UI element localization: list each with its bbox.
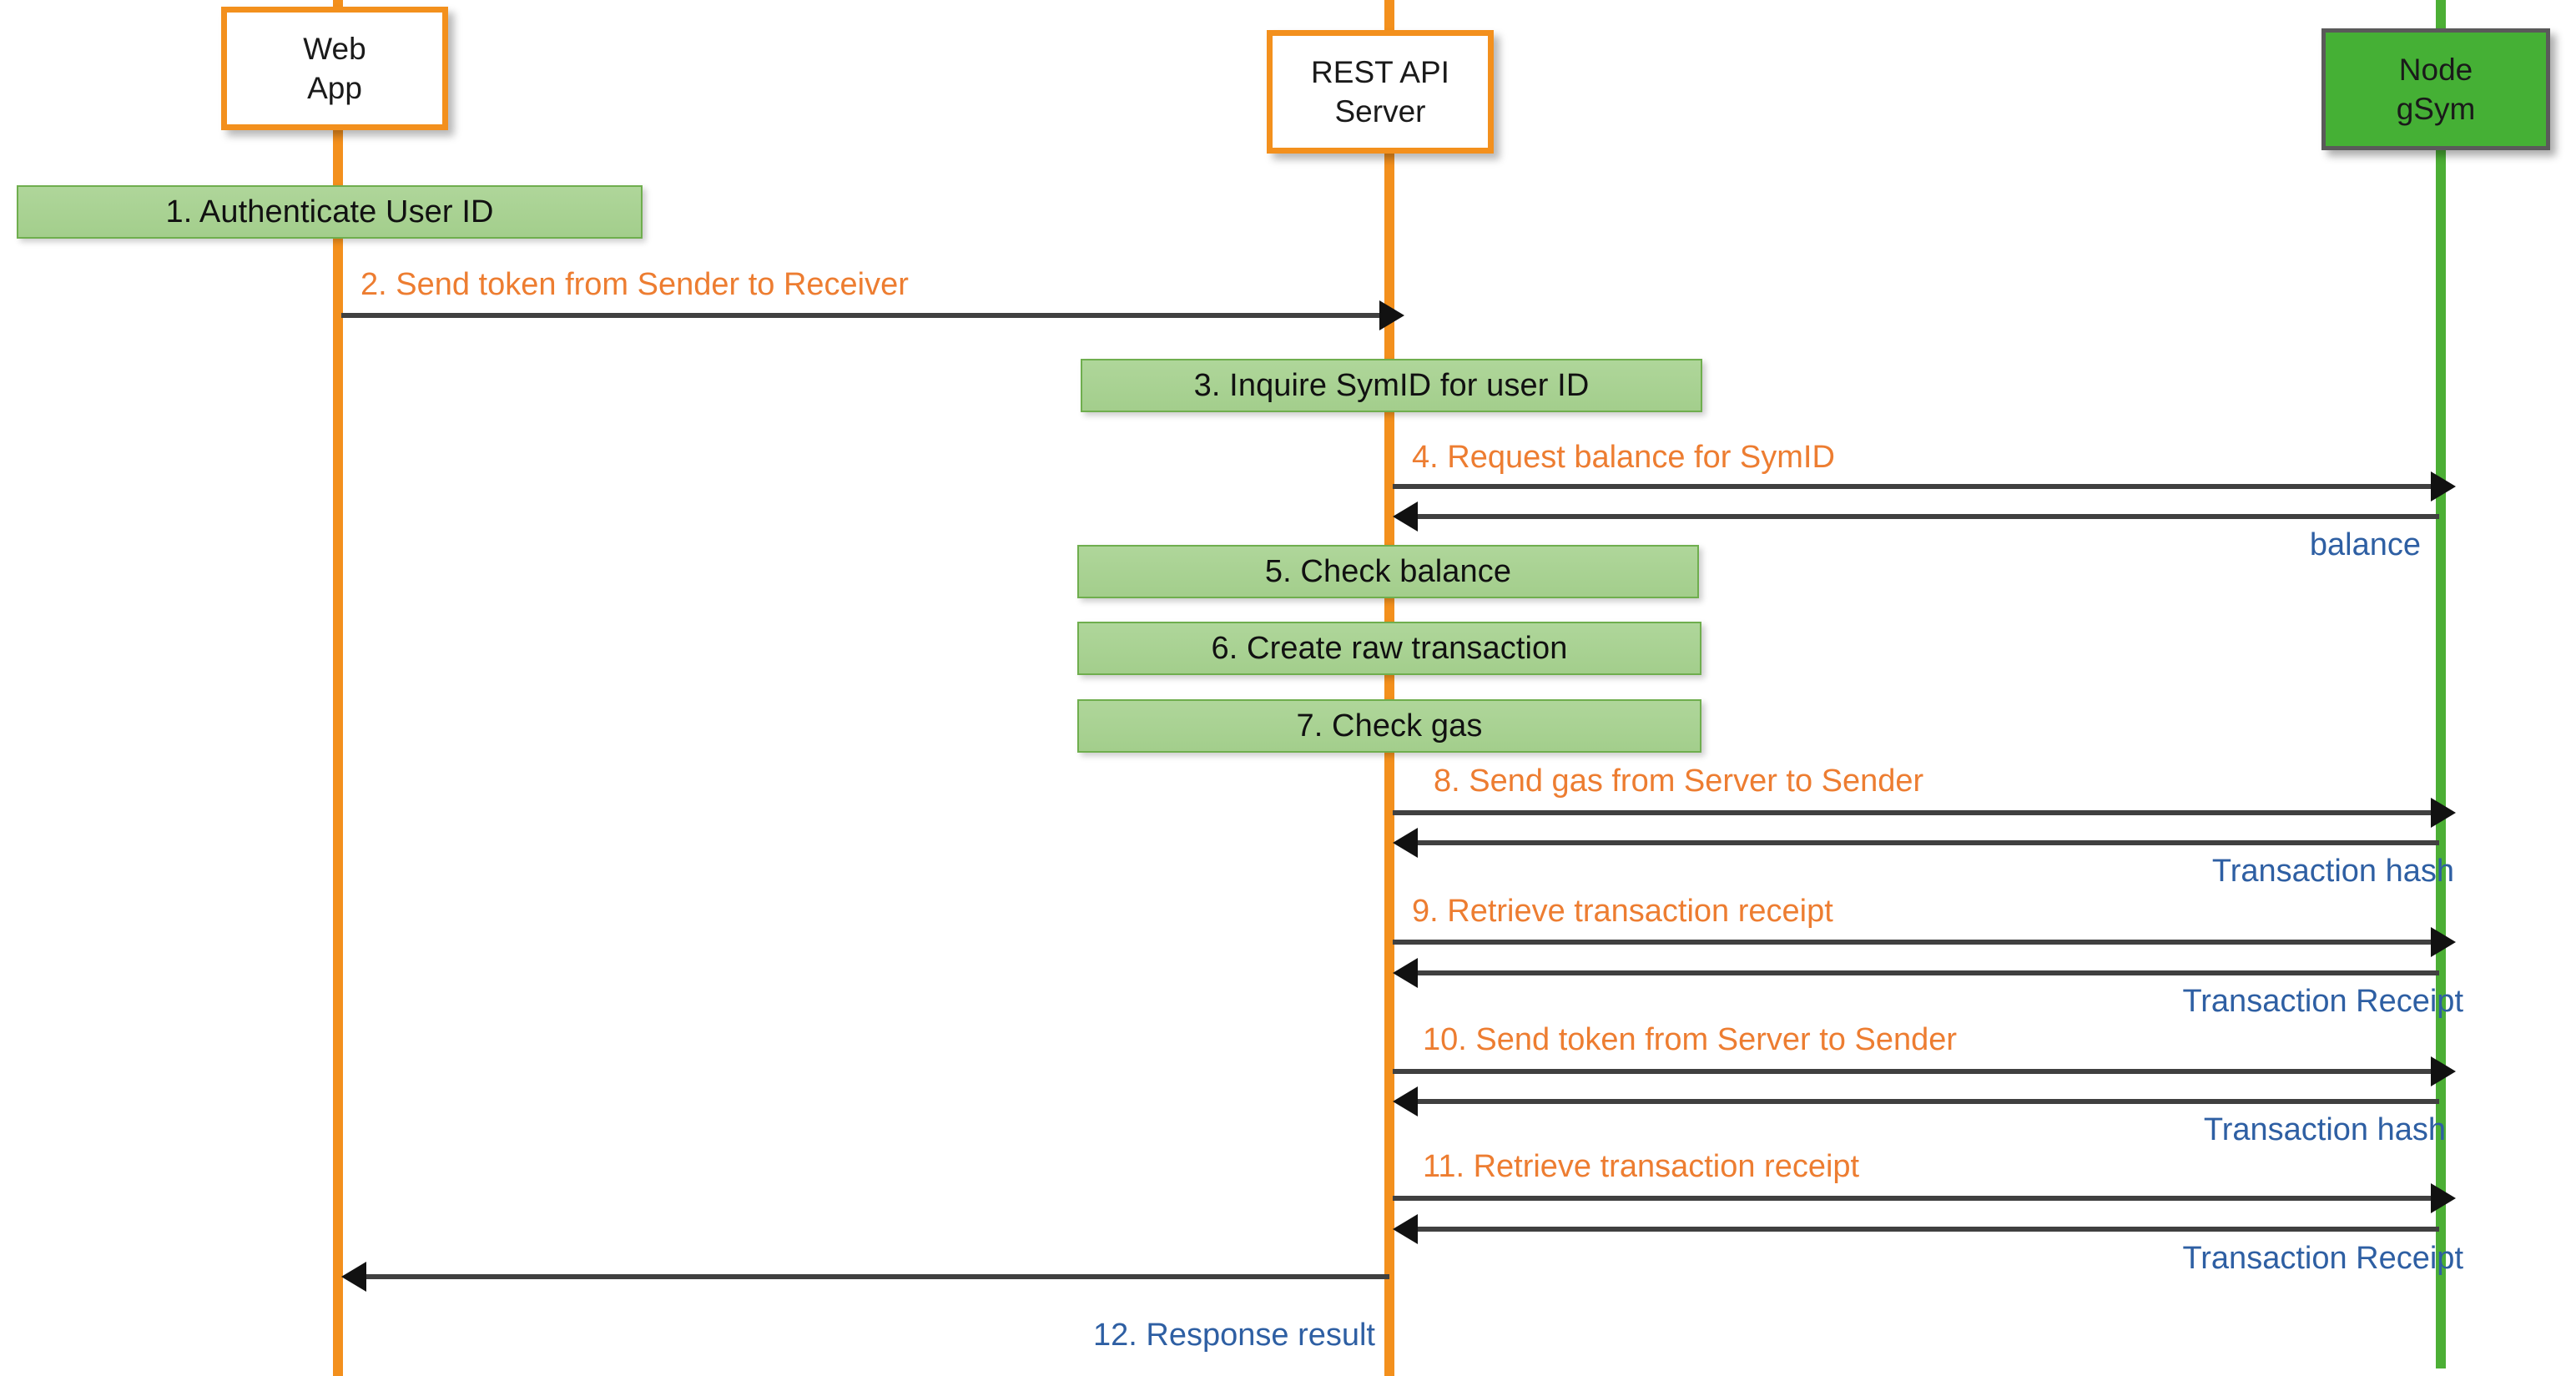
message-9-return-arrow — [1414, 970, 2439, 975]
participant-web-app[interactable]: Web App — [221, 7, 448, 130]
action-1-authenticate-user-id[interactable]: 1. Authenticate User ID — [17, 185, 643, 239]
message-10-arrow — [1393, 1069, 2434, 1074]
message-9-arrow — [1393, 940, 2434, 945]
message-10-return-label: Transaction hash — [2203, 1112, 2446, 1147]
message-4-label: 4. Request balance for SymID — [1412, 440, 1835, 475]
message-2-label: 2. Send token from Sender to Receiver — [360, 267, 909, 302]
action-3-label: 3. Inquire SymID for user ID — [1193, 367, 1590, 403]
participant-rest-api-line2: Server — [1334, 94, 1426, 129]
message-8-return-arrow — [1414, 840, 2439, 845]
action-3-inquire-symid[interactable]: 3. Inquire SymID for user ID — [1081, 359, 1702, 412]
lifeline-node-gsym — [2436, 0, 2446, 1368]
participant-web-app-line1: Web — [303, 31, 366, 66]
participant-node-gsym-line1: Node — [2398, 52, 2473, 87]
message-8-arrow — [1393, 810, 2434, 815]
message-11-arrow — [1393, 1196, 2434, 1201]
message-8-return-label: Transaction hash — [2211, 854, 2454, 889]
message-4-return-label: balance — [2309, 527, 2421, 562]
message-4-return-arrow — [1414, 514, 2439, 519]
message-8-label: 8. Send gas from Server to Sender — [1434, 764, 1924, 799]
action-5-label: 5. Check balance — [1264, 553, 1512, 589]
message-9-label: 9. Retrieve transaction receipt — [1412, 894, 1833, 929]
message-11-label: 11. Retrieve transaction receipt — [1423, 1149, 1860, 1184]
message-12-label: 12. Response result — [1093, 1318, 1375, 1353]
message-10-label: 10. Send token from Server to Sender — [1423, 1022, 1958, 1057]
action-5-check-balance[interactable]: 5. Check balance — [1077, 545, 1699, 598]
action-1-label: 1. Authenticate User ID — [165, 194, 494, 229]
participant-rest-api[interactable]: REST API Server — [1267, 30, 1494, 154]
action-7-label: 7. Check gas — [1296, 708, 1483, 743]
message-11-return-arrow — [1414, 1227, 2439, 1232]
message-4-arrow — [1393, 484, 2434, 489]
message-10-return-arrow — [1414, 1099, 2439, 1104]
action-6-create-raw-transaction[interactable]: 6. Create raw transaction — [1077, 622, 1701, 675]
lifeline-web-app — [333, 0, 343, 1376]
action-6-label: 6. Create raw transaction — [1211, 630, 1568, 666]
lifeline-rest-api — [1384, 0, 1394, 1376]
message-9-return-label: Transaction Receipt — [2182, 984, 2463, 1019]
message-12-arrow — [363, 1274, 1389, 1279]
action-7-check-gas[interactable]: 7. Check gas — [1077, 699, 1701, 753]
message-2-arrow — [341, 313, 1383, 318]
participant-rest-api-line1: REST API — [1311, 54, 1449, 89]
participant-node-gsym-line2: gSym — [2396, 92, 2476, 126]
participant-node-gsym[interactable]: Node gSym — [2321, 28, 2550, 150]
message-11-return-label: Transaction Receipt — [2182, 1241, 2463, 1276]
participant-web-app-line2: App — [307, 71, 362, 105]
